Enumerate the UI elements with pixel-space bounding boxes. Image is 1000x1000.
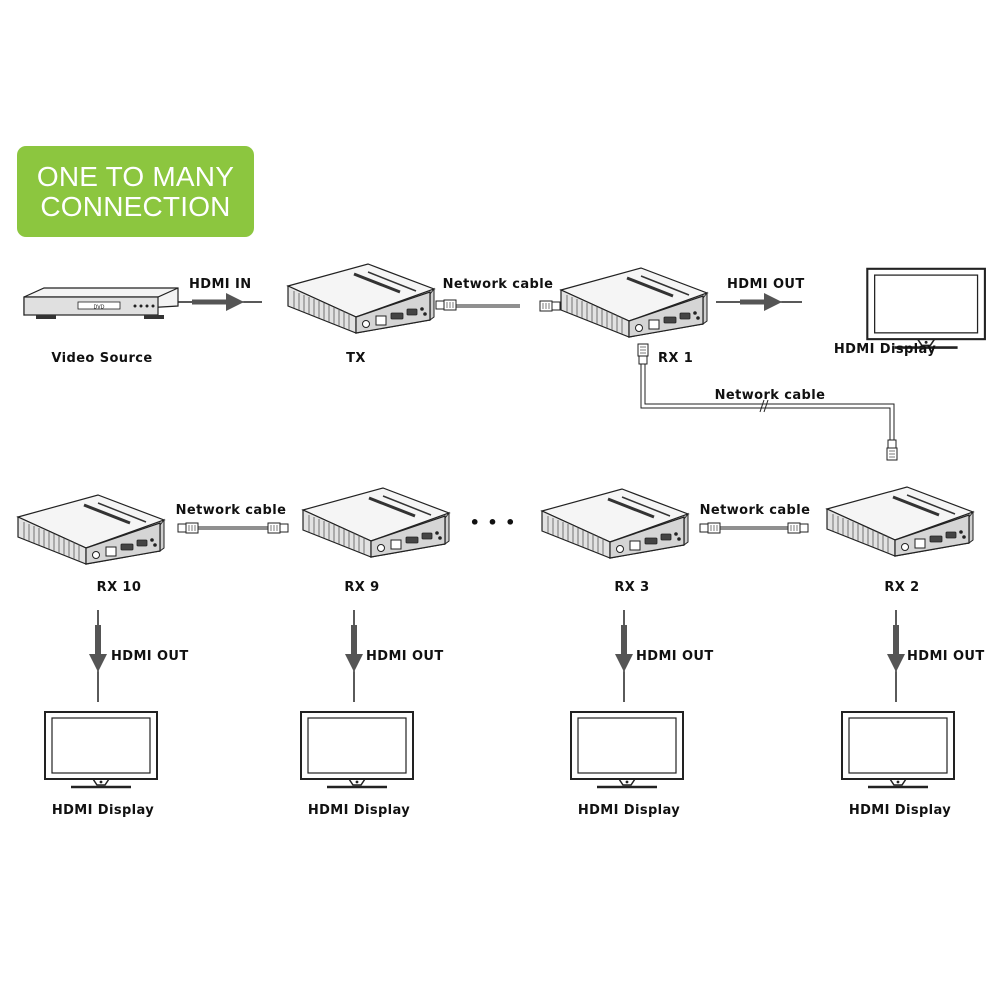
network-cable-label-right: Network cable bbox=[699, 503, 811, 518]
hdmi-display-label-rx2: HDMI Display bbox=[848, 803, 952, 818]
network-cable-rx10-rx9 bbox=[177, 522, 289, 534]
hdmi-out-label-rx10: HDMI OUT bbox=[111, 649, 189, 664]
network-cable-label-left: Network cable bbox=[175, 503, 287, 518]
tx-device bbox=[286, 262, 436, 335]
network-cable-label-top: Network cable bbox=[442, 277, 554, 292]
hdmi-display-rx3 bbox=[569, 710, 685, 789]
dvd-screen-text: DVD bbox=[93, 305, 104, 311]
rx1-label: RX 1 bbox=[658, 351, 694, 366]
network-cable-rx1-rx2 bbox=[637, 343, 898, 461]
network-cable-tx-rx1 bbox=[435, 299, 561, 312]
hdmi-display-label-top: HDMI Display bbox=[833, 342, 937, 357]
hdmi-display-label-rx9: HDMI Display bbox=[307, 803, 411, 818]
tx-label: TX bbox=[346, 351, 366, 366]
hdmi-display-rx2 bbox=[840, 710, 956, 789]
hdmi-in-label: HDMI IN bbox=[189, 277, 252, 292]
hdmi-out-arrow-rx3 bbox=[615, 610, 633, 702]
rx3-label: RX 3 bbox=[614, 580, 650, 595]
rx1-device bbox=[559, 266, 709, 339]
dvd-player-icon: DVD bbox=[23, 287, 179, 319]
hdmi-out-label-rx2: HDMI OUT bbox=[907, 649, 985, 664]
hdmi-display-rx10 bbox=[43, 710, 159, 789]
hdmi-display-top bbox=[865, 267, 987, 349]
title-line-1: ONE TO MANY bbox=[36, 160, 235, 192]
hdmi-display-label-rx10: HDMI Display bbox=[51, 803, 155, 818]
hdmi-out-arrow-rx2 bbox=[887, 610, 905, 702]
rx9-label: RX 9 bbox=[344, 580, 380, 595]
title-line-2: CONNECTION bbox=[40, 190, 231, 222]
ellipsis: • • • bbox=[469, 513, 517, 532]
rx9-device bbox=[301, 486, 451, 559]
hdmi-in-arrow bbox=[178, 293, 262, 311]
hdmi-out-arrow-rx9 bbox=[345, 610, 363, 702]
network-cable-label-mid: Network cable bbox=[714, 388, 826, 403]
hdmi-out-arrow-rx1 bbox=[716, 293, 802, 311]
hdmi-out-label-rx3: HDMI OUT bbox=[636, 649, 714, 664]
hdmi-display-rx9 bbox=[299, 710, 415, 789]
rx2-label: RX 2 bbox=[884, 580, 920, 595]
rx2-device bbox=[825, 485, 975, 558]
title-badge: ONE TO MANY CONNECTION bbox=[17, 146, 254, 237]
hdmi-display-label-rx3: HDMI Display bbox=[577, 803, 681, 818]
hdmi-out-label-rx9: HDMI OUT bbox=[366, 649, 444, 664]
video-source-label: Video Source bbox=[51, 351, 153, 366]
network-cable-rx3-rx2 bbox=[699, 522, 809, 534]
hdmi-out-label-top: HDMI OUT bbox=[727, 277, 805, 292]
rx10-device bbox=[16, 493, 166, 566]
rx3-device bbox=[540, 487, 690, 560]
rx10-label: RX 10 bbox=[96, 580, 142, 595]
hdmi-out-arrow-rx10 bbox=[89, 610, 107, 702]
